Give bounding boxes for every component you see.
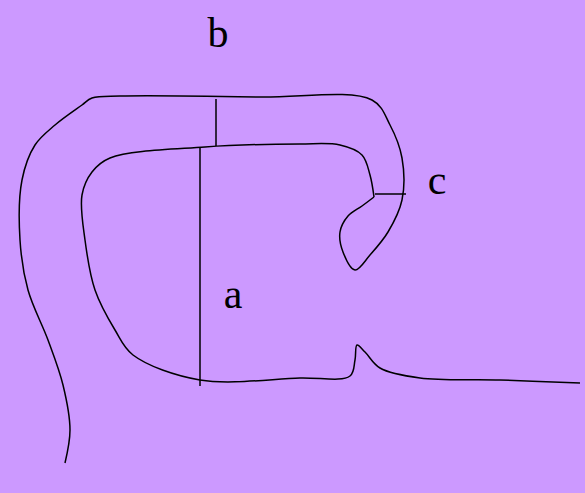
dimension-label: c	[428, 159, 447, 201]
dimension-label: b	[208, 12, 229, 54]
outer-contour	[19, 94, 404, 463]
dimension-label: a	[224, 273, 243, 315]
dimension-line-a	[199, 147, 201, 386]
dimension-line-b	[215, 99, 217, 146]
inner-contour	[81, 144, 580, 383]
dimension-line-c	[375, 193, 406, 195]
